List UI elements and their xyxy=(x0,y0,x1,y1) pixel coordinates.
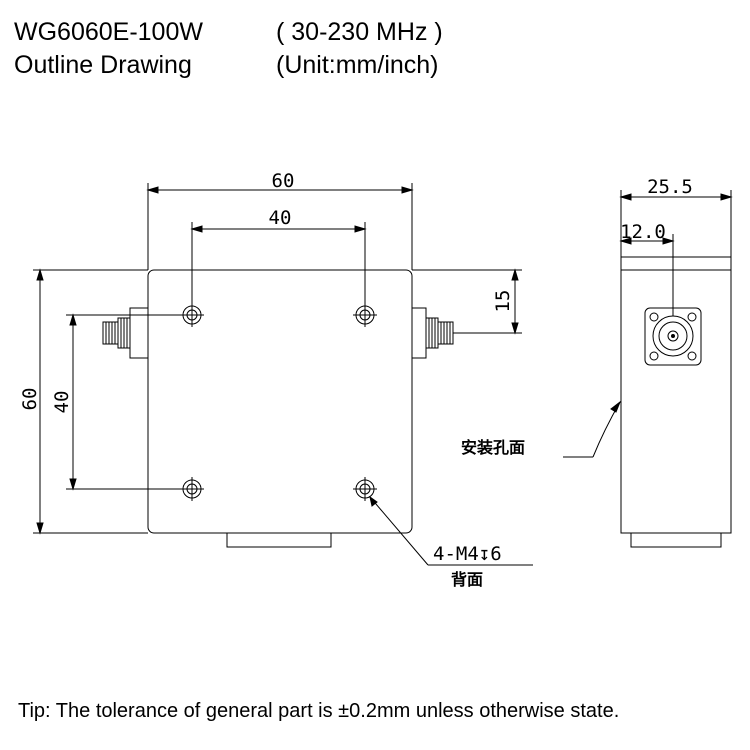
dim-side-connector-offset-label: 12.0 xyxy=(620,221,666,243)
dim-hole-spacing-x-label: 40 xyxy=(269,207,292,229)
mounting-face-label: 安装孔面 xyxy=(461,438,525,457)
dim-overall-width-label: 60 xyxy=(272,170,295,192)
dim-hole-spacing-y xyxy=(66,313,180,491)
model-number: WG6060E-100W xyxy=(14,18,203,46)
side-body xyxy=(620,256,732,534)
hole-callout-leader xyxy=(369,495,533,566)
right-sma-connector xyxy=(411,307,454,359)
tolerance-tip: Tip: The tolerance of general part is ±0… xyxy=(18,700,620,722)
side-bottom-tab xyxy=(630,532,722,548)
front-bottom-tab xyxy=(226,532,332,548)
left-sma-connector xyxy=(102,307,149,359)
dim-hole-spacing-x xyxy=(190,222,367,303)
dim-connector-offset-label: 15 xyxy=(492,290,514,313)
front-view xyxy=(33,183,533,566)
drawing-title: Outline Drawing xyxy=(14,51,192,79)
dim-overall-height-label: 60 xyxy=(19,388,41,411)
mounting-hole-top-right xyxy=(353,303,377,327)
dim-side-connector-offset xyxy=(619,234,675,316)
hole-callout-label: 4-M4↧6 xyxy=(433,543,502,565)
side-view xyxy=(563,190,733,548)
mounting-hole-bottom-left xyxy=(180,477,204,501)
mounting-face-leader xyxy=(563,400,622,458)
unit-note: (Unit:mm/inch) xyxy=(276,51,439,79)
dim-side-depth-label: 25.5 xyxy=(647,176,693,198)
dim-overall-width xyxy=(146,183,414,270)
dim-connector-offset xyxy=(412,268,522,335)
back-face-label: 背面 xyxy=(451,570,483,589)
dim-overall-height xyxy=(33,268,148,535)
mounting-hole-top-left xyxy=(180,303,204,327)
mounting-hole-bottom-right xyxy=(353,477,377,501)
dim-hole-spacing-y-label: 40 xyxy=(51,391,73,414)
n-type-connector-flange xyxy=(644,307,702,366)
drawing-header: WG6060E-100W ( 30-230 MHz ) Outline Draw… xyxy=(14,16,443,82)
frequency-range: ( 30-230 MHz ) xyxy=(276,18,443,46)
dim-side-depth xyxy=(619,190,733,257)
